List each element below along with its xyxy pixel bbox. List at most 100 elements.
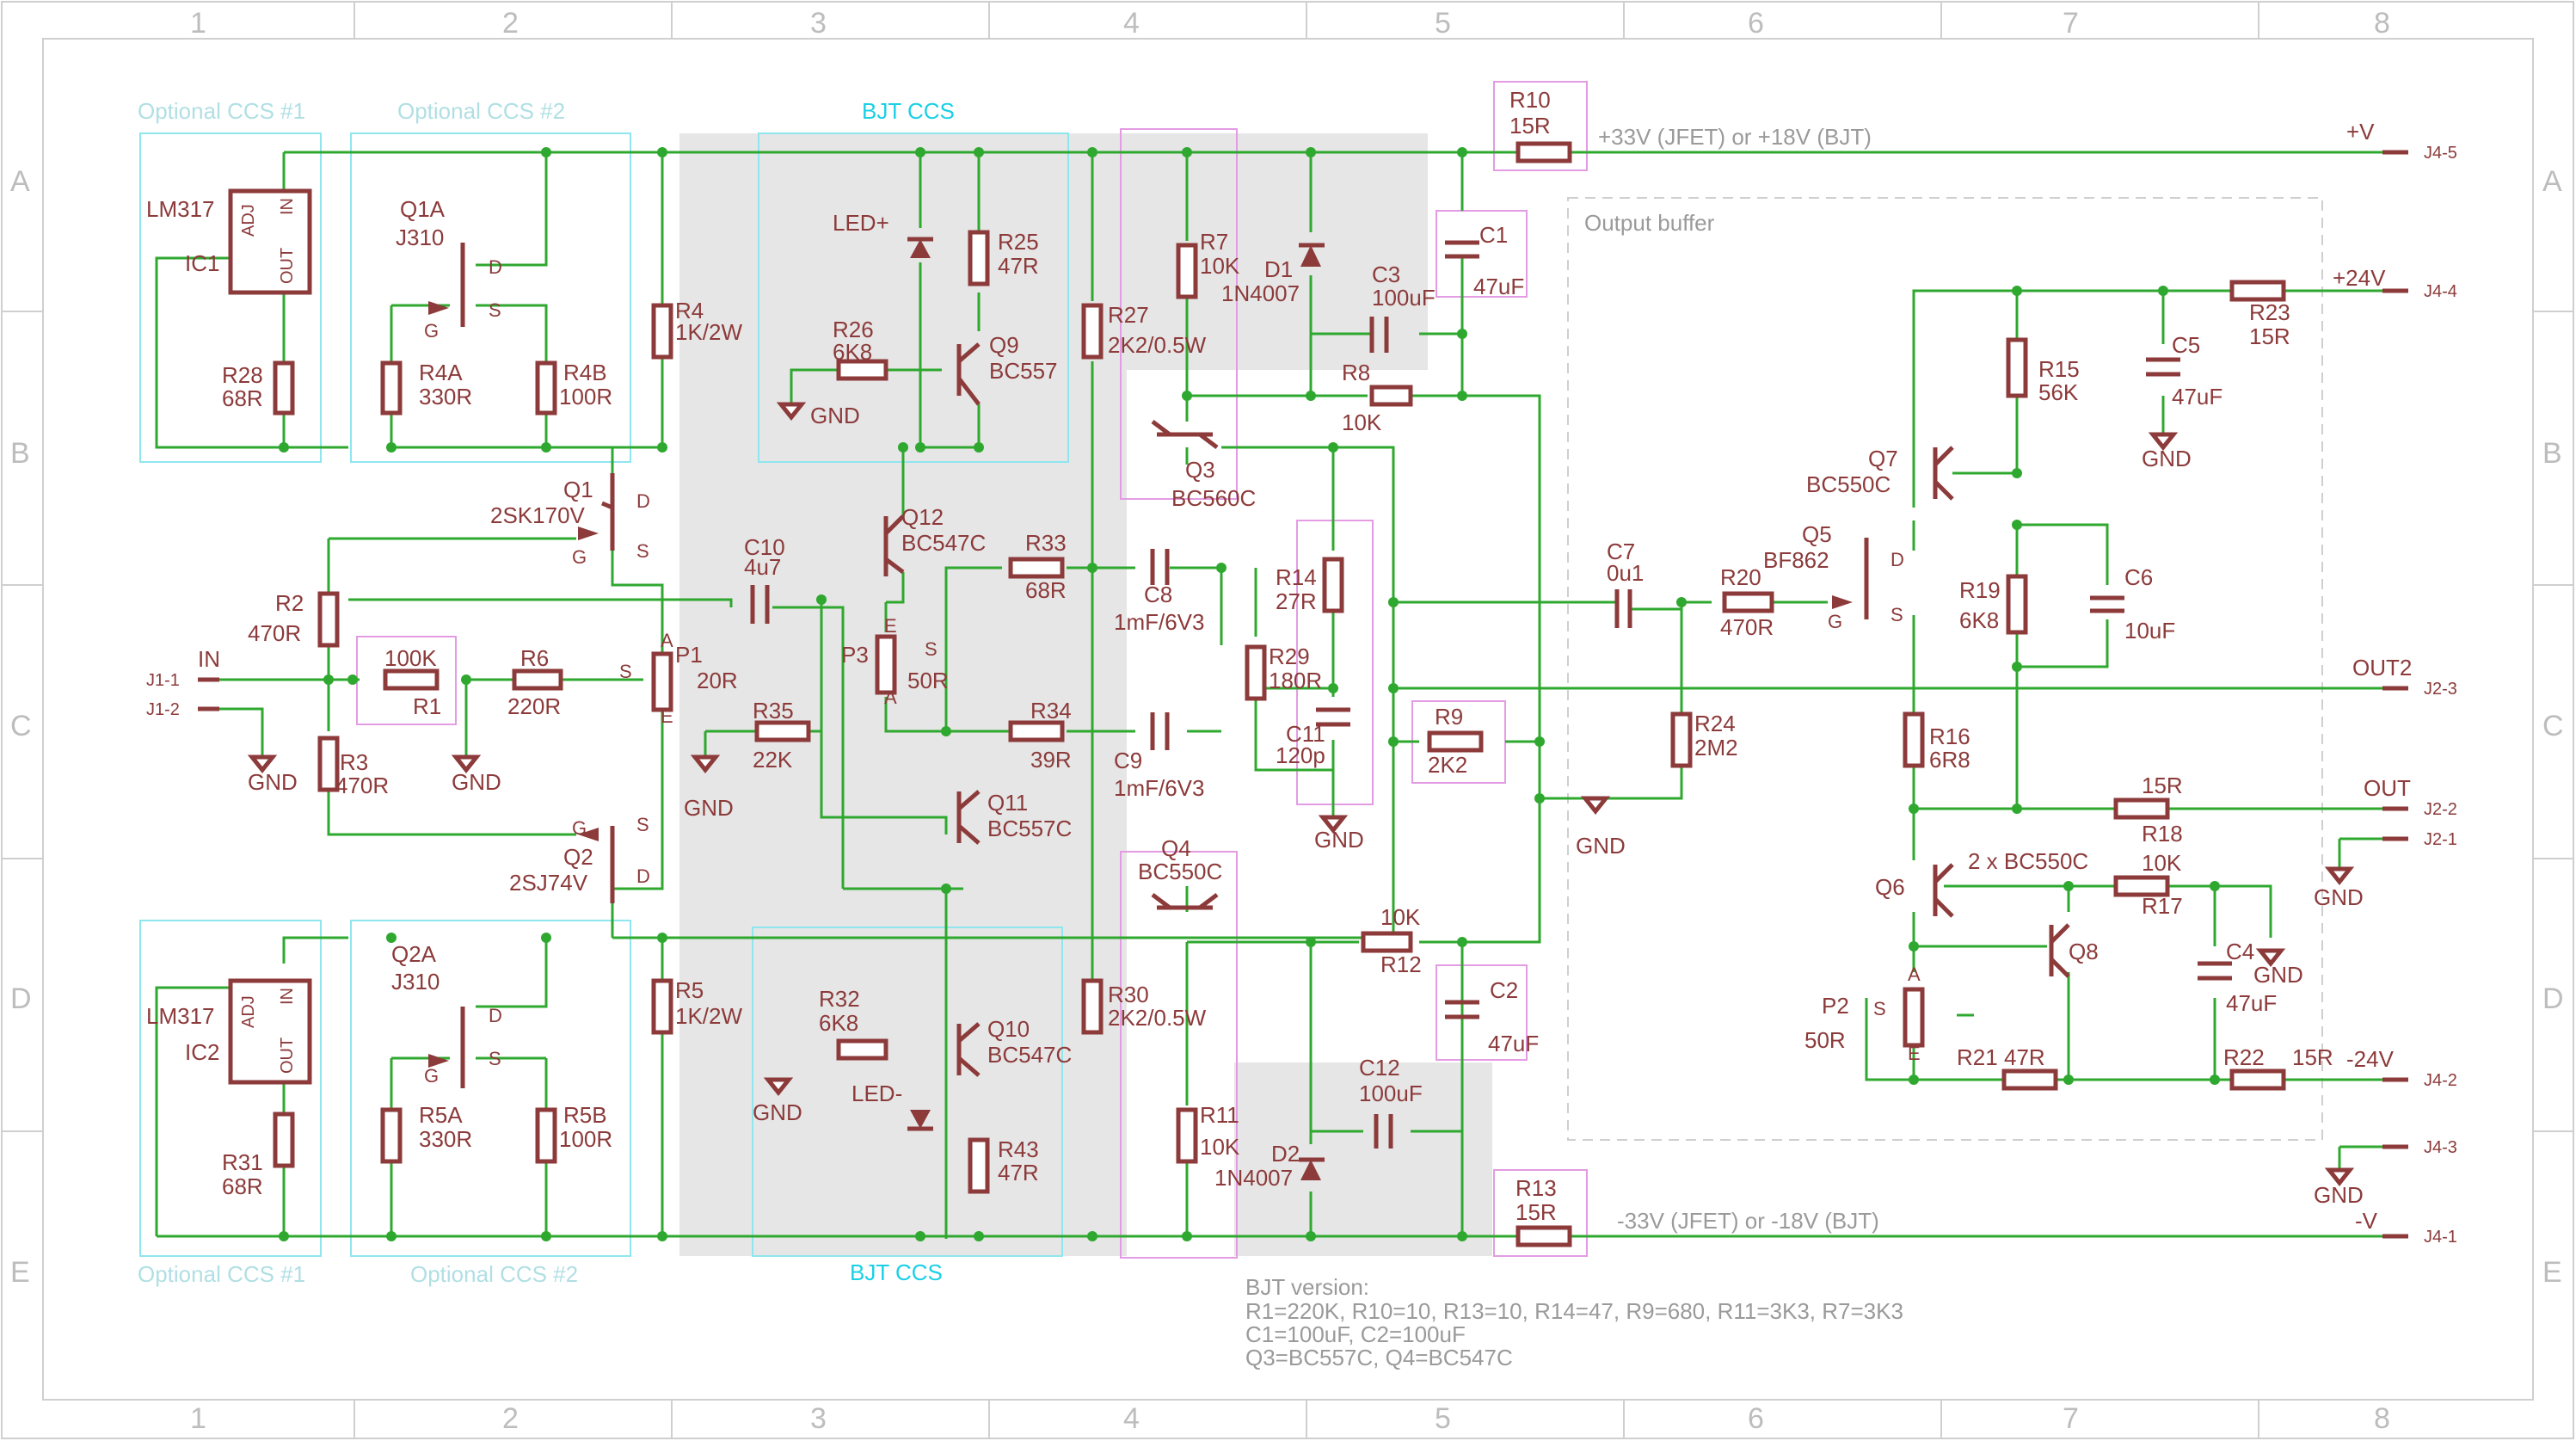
q7-ref: Q7 [1868, 446, 1898, 471]
grid-row-b: B [10, 437, 30, 470]
c2-ref: C2 [1490, 977, 1518, 1003]
r16-val: 6R8 [1929, 747, 1970, 773]
pin-d: D [636, 490, 650, 512]
part-labels: R28 68R Q1A J310 R4A 330R R4B 100R R4 1K… [222, 87, 2333, 1225]
q10-ref: Q10 [987, 1016, 1030, 1042]
c5-val: 47uF [2172, 384, 2222, 410]
r25-body [968, 230, 990, 286]
gnd-icon [1580, 796, 1611, 816]
potentiometers [651, 634, 1925, 1048]
c6-ref: C6 [2124, 564, 2153, 590]
r25-val: 47R [998, 253, 1039, 279]
r11-val: 10K [1200, 1134, 1240, 1160]
optional-ccs-2-label-bottom: Optional CCS #2 [410, 1261, 578, 1287]
r43-body [968, 1137, 990, 1194]
gnd-icon [451, 754, 482, 774]
optional-ccs-1-label: Optional CCS #1 [138, 98, 305, 124]
r4a-ref: R4A [419, 360, 463, 385]
r20-val: 470R [1720, 614, 1774, 640]
in-label: IN [198, 646, 220, 672]
pin-s: S [1873, 998, 1886, 1019]
p3-ref: P3 [841, 642, 869, 668]
r34-ref: R34 [1030, 698, 1072, 724]
grid-col-5-bottom: 5 [1435, 1402, 1451, 1435]
r8-ref: R8 [1342, 360, 1370, 385]
r19-val: 6K8 [1959, 607, 1999, 633]
r9-ref: R9 [1435, 704, 1463, 730]
r26-body [836, 359, 888, 381]
c4-val: 47uF [2226, 990, 2277, 1016]
r4a-val: 330R [419, 384, 472, 410]
gnd-icon [776, 402, 807, 422]
q3-ref: Q3 [1185, 457, 1215, 483]
grid-row-a: A [10, 165, 30, 198]
output-buffer-label: Output buffer [1584, 210, 1715, 236]
r10-val: 15R [1509, 113, 1551, 139]
neg-supply-label: -33V (JFET) or -18V (BJT) [1617, 1208, 1879, 1234]
bjt-note-transistors: Q3=BC557C, Q4=BC547C [1245, 1345, 1513, 1370]
r24-ref: R24 [1694, 711, 1736, 736]
r17-val: 10K [2142, 850, 2182, 876]
plus-24-label: +24V [2333, 265, 2386, 291]
r16-body [1903, 711, 1925, 768]
grid-row-b-right: B [2542, 437, 2562, 470]
c9-val: 1mF/6V3 [1114, 775, 1205, 801]
bjt-ccs-label-bottom: BJT CCS [850, 1259, 943, 1285]
led-plus-label: LED+ [833, 210, 889, 236]
grid-col-3-bottom: 3 [810, 1402, 827, 1435]
ic1-ref: IC1 [185, 250, 219, 276]
optional-ccs-2-label: Optional CCS #2 [397, 98, 565, 124]
ic2-pin-out: OUT [278, 1038, 297, 1074]
r3-val: 470R [335, 773, 389, 798]
c11-ref: C11 [1286, 721, 1325, 747]
r21-body [2001, 1068, 2058, 1091]
q4-ref: Q4 [1161, 835, 1191, 861]
r33-body [1008, 557, 1065, 579]
r17-body [2113, 875, 2170, 897]
p1-ref: P1 [675, 642, 703, 668]
ic2-ref: IC2 [185, 1039, 219, 1065]
gnd-icon [763, 1077, 794, 1097]
c5-ref: C5 [2172, 332, 2200, 358]
gnd-icon [2324, 866, 2355, 886]
d1-ref: D1 [1264, 256, 1293, 282]
gnd-icon [2148, 432, 2179, 452]
q2a-val: J310 [391, 969, 440, 995]
pin-g: G [1828, 611, 1842, 632]
r5-body [651, 978, 673, 1035]
r23-ref: R23 [2249, 299, 2290, 325]
led-minus-label: LED- [851, 1081, 902, 1106]
c3-val: 100uF [1372, 285, 1436, 311]
r30-body [1081, 978, 1104, 1035]
r28-ref: R28 [222, 362, 263, 388]
gnd-label: GND [1314, 827, 1364, 853]
r28-body [273, 360, 295, 416]
q3-val: BC560C [1171, 485, 1256, 511]
grid-row-c-right: C [2542, 710, 2564, 742]
r32-ref: R32 [819, 986, 860, 1012]
r16-ref: R16 [1929, 724, 1970, 749]
optional-ccs-1-label-bottom: Optional CCS #1 [138, 1261, 305, 1287]
pin-e: E [884, 615, 897, 637]
r3-ref: R3 [340, 749, 368, 775]
r6-ref: R6 [520, 645, 549, 671]
r25-ref: R25 [998, 229, 1039, 255]
gnd-icon [2255, 948, 2286, 968]
pin-labels: D S G D S G S G D D S G S A E S E A D S … [424, 256, 1921, 1087]
transistors [428, 243, 2070, 1088]
gnd-icon [1318, 815, 1349, 834]
q11-val: BC557C [987, 816, 1072, 841]
gnd-icon [2324, 1167, 2355, 1187]
d2-val: 1N4007 [1214, 1165, 1293, 1191]
q7-val: BC550C [1806, 471, 1891, 497]
shaded-regions [679, 133, 1492, 1256]
pin-a: A [661, 630, 673, 651]
r1-body [383, 668, 440, 691]
ic1-pin-in: IN [278, 198, 297, 215]
pin-d: D [636, 865, 650, 887]
r4-body [651, 303, 673, 360]
r35-ref: R35 [753, 698, 794, 724]
r22-body [2229, 1068, 2286, 1091]
r15-val: 56K [2038, 379, 2079, 405]
gnd-icon [690, 754, 721, 774]
